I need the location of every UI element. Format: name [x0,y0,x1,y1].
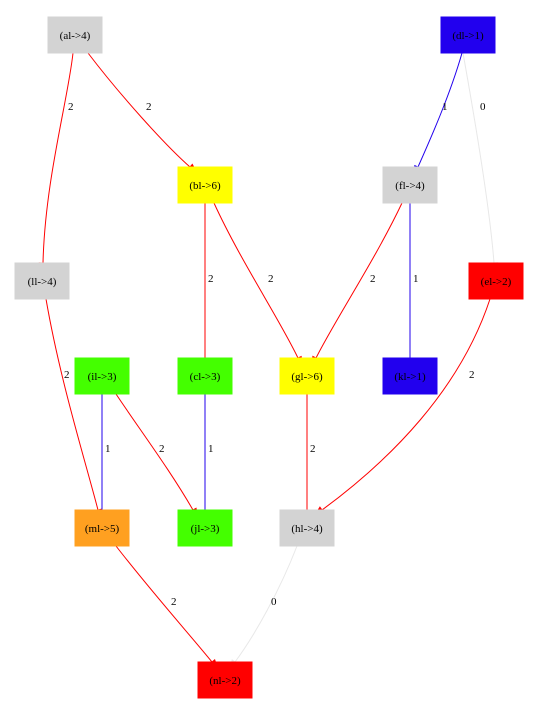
edge-label: 1 [442,101,448,113]
node-i: (il->3) [74,357,130,395]
edge-a-l: 2 [38,52,74,274]
node-n: (nl->2) [197,661,253,699]
edge-label: 2 [146,101,152,113]
node-label: (ll->4) [28,276,57,288]
edge-label: 2 [68,101,74,113]
edge-label: 2 [208,273,214,285]
node-label: (al->4) [60,30,91,42]
edge-line [315,202,403,359]
node-h: (hl->4) [279,509,335,547]
node-box [177,509,233,547]
edge-label: 0 [271,596,277,608]
edge-b-c: 2 [200,203,214,369]
node-box [468,262,524,300]
edge-label: 0 [480,101,486,113]
edge-line [417,52,463,168]
node-box [382,166,438,204]
edge-a-b: 2 [87,52,198,174]
edge-label: 2 [171,596,177,608]
edge-line [213,202,299,359]
node-label: (hl->4) [291,523,323,535]
edge-label: 2 [310,443,316,455]
edge-line [115,393,194,511]
edge-line [234,545,298,663]
node-box [74,357,130,395]
node-box [197,661,253,699]
node-f: (fl->4) [382,166,438,204]
node-c: (cl->3) [177,357,233,395]
edge-label: 2 [469,369,475,381]
node-box [177,357,233,395]
edge-label: 1 [208,443,214,455]
edge-c-j: 1 [200,394,214,521]
edge-label: 1 [105,443,111,455]
node-l: (ll->4) [14,262,70,300]
edge-d-e: 0 [462,52,499,274]
node-box [279,357,335,395]
node-box [47,16,103,54]
edge-label: 2 [159,443,165,455]
node-label: (cl->3) [190,371,221,383]
node-label: (kl->1) [394,371,426,383]
edge-f-g: 2 [311,202,403,368]
node-j: (jl->3) [177,509,233,547]
node-label: (fl->4) [395,180,425,192]
edge-label: 2 [64,369,70,381]
node-label: (dl->1) [452,30,484,42]
node-box [14,262,70,300]
node-label: (gl->6) [291,371,323,383]
node-e: (el->2) [468,262,524,300]
edge-f-k: 1 [405,203,419,369]
edge-line [321,298,491,511]
edge-label: 1 [413,273,419,285]
node-label: (ml->5) [85,523,120,535]
node-b: (bl->6) [177,166,233,204]
node-label: (bl->6) [189,180,221,192]
edge-line [87,52,191,168]
node-box [279,509,335,547]
edge-label: 2 [370,273,376,285]
node-box [74,509,130,547]
edge-b-g: 2 [213,202,303,368]
node-a: (al->4) [47,16,103,54]
edge-i-m: 1 [97,394,111,521]
edge-e-h: 2 [313,298,491,517]
node-label: (jl->3) [191,523,220,535]
edge-line [45,298,99,511]
edge-m-n: 2 [115,545,219,671]
edge-i-j: 2 [115,393,199,519]
node-k: (kl->1) [382,357,438,395]
node-label: (nl->2) [209,675,241,687]
node-label: (el->2) [481,276,512,288]
edge-l-m: 2 [45,298,102,521]
node-g: (gl->6) [279,357,335,395]
edge-line [115,545,213,663]
node-d: (dl->1) [440,16,496,54]
nodes-layer: (al->4) (dl->1) (bl->6) (fl->4) (ll->4) (el->… [14,16,524,699]
edge-d-f: 1 [413,52,463,177]
node-box [440,16,496,54]
node-m: (ml->5) [74,509,130,547]
edge-line [462,52,495,264]
edge-h-n: 0 [228,545,298,671]
node-box [382,357,438,395]
node-box [177,166,233,204]
edge-g-h: 2 [302,393,316,521]
node-label: (il->3) [88,371,117,383]
edge-label: 2 [268,273,274,285]
edge-line [42,52,74,264]
